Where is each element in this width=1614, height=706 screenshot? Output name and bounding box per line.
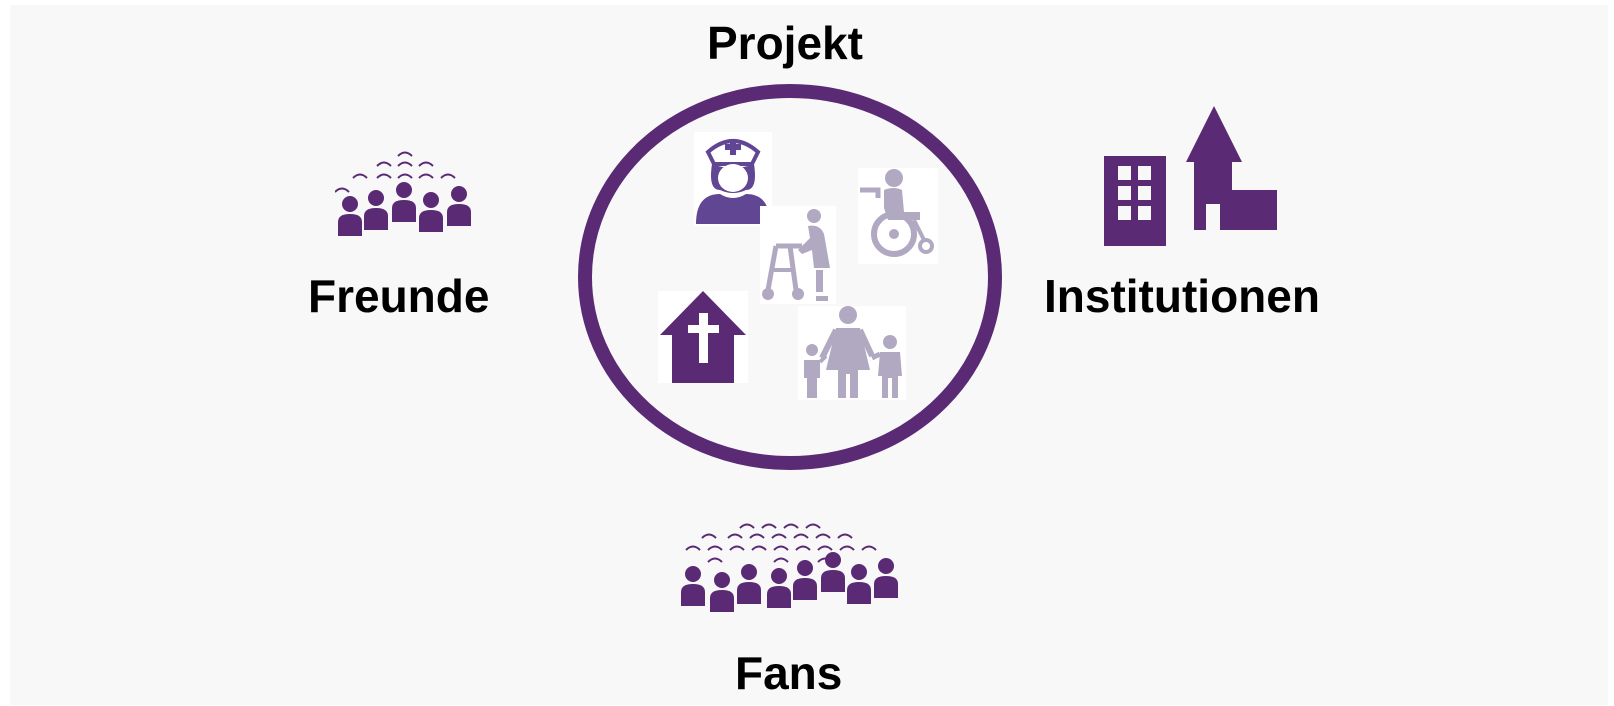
nurse-icon — [694, 132, 772, 226]
project-circle — [575, 78, 1005, 476]
walker-person-icon — [758, 206, 838, 304]
bottom-label: Fans — [735, 647, 843, 699]
crowd-icon-friends — [335, 150, 475, 242]
left-label: Freunde — [308, 270, 490, 322]
wheelchair-icon — [858, 168, 938, 264]
right-label: Institutionen — [1044, 270, 1320, 322]
church-icon — [658, 291, 748, 383]
family-icon — [798, 306, 906, 400]
crowd-icon-fans — [678, 522, 908, 618]
buildings-icon — [1100, 104, 1280, 248]
center-label: Projekt — [707, 17, 863, 69]
